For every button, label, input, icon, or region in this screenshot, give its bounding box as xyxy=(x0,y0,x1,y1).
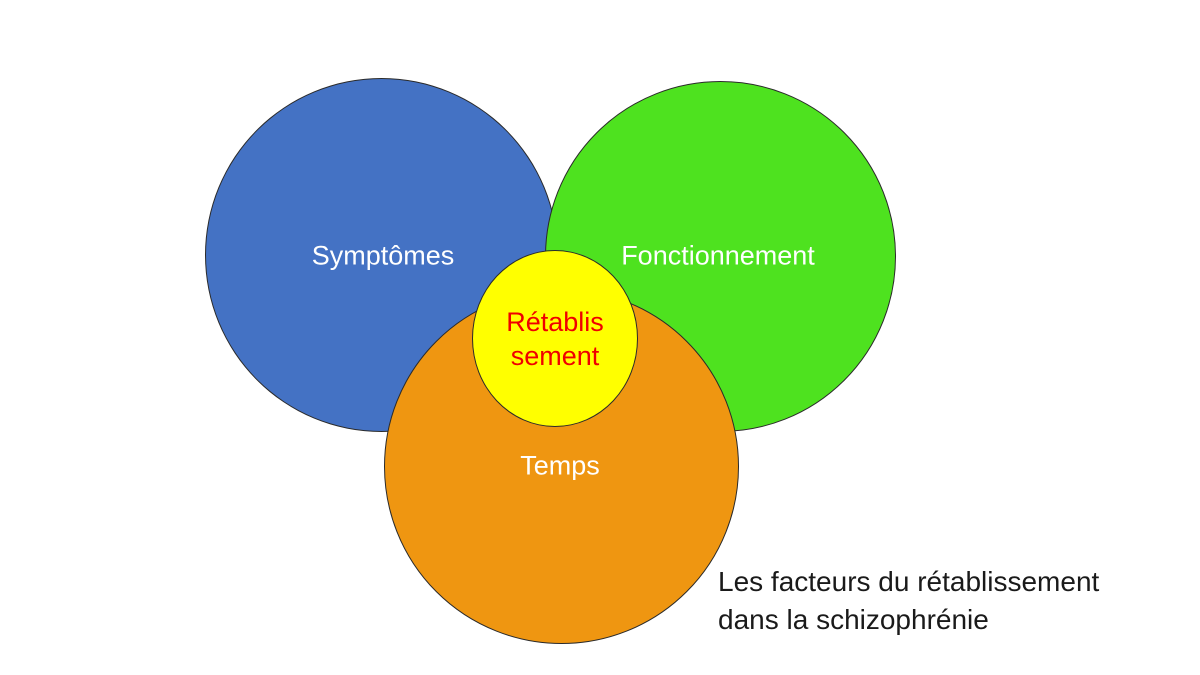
retablissement-label-line2: sement xyxy=(510,341,600,371)
caption-line2: dans la schizophrénie xyxy=(718,604,989,635)
caption-line1: Les facteurs du rétablissement xyxy=(718,566,1100,597)
fonctionnement-label: Fonctionnement xyxy=(621,240,815,271)
symptomes-label: Symptômes xyxy=(311,240,455,271)
diagram-caption: Les facteurs du rétablissement dans la s… xyxy=(718,563,1099,639)
circle-retablissement xyxy=(472,250,638,427)
retablissement-label-line1: Rétablis xyxy=(506,307,604,337)
temps-label: Temps xyxy=(520,450,600,481)
retablissement-label: Rétablis sement xyxy=(506,305,604,373)
